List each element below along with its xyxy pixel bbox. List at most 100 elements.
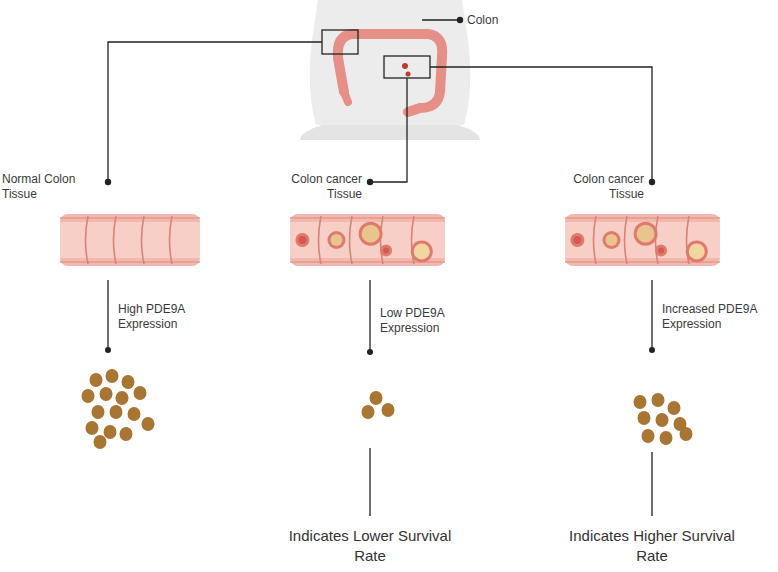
leader-line: [651, 452, 652, 516]
colon-organ: [338, 34, 442, 112]
tissue-strip: [60, 214, 200, 266]
leader-dots: [105, 17, 655, 355]
leader-dot: [367, 349, 373, 355]
leader-dot: [649, 179, 655, 185]
granule: [110, 405, 123, 419]
text-label: High PDE9A Expression: [118, 302, 208, 332]
granule: [128, 407, 141, 421]
haustra-fold: [86, 216, 89, 264]
granule: [656, 413, 669, 427]
haustra-fold: [170, 216, 173, 264]
hips: [300, 125, 480, 140]
leader-line: [430, 67, 652, 182]
granule: [362, 405, 375, 419]
tissue-edge: [565, 218, 720, 262]
tissue-strip: [565, 214, 720, 266]
tumor: [298, 236, 306, 244]
leader-dot: [649, 347, 655, 353]
granule: [120, 427, 133, 441]
tissue-lumen: [60, 222, 200, 258]
tumor-rim: [655, 244, 667, 256]
leader-line: [651, 280, 652, 350]
granule: [94, 435, 107, 449]
granule: [642, 429, 655, 443]
granule: [92, 405, 105, 419]
leader-lines: [108, 20, 652, 516]
granule: [90, 373, 103, 387]
granule: [106, 369, 119, 383]
leader-dot: [105, 179, 111, 185]
granule: [638, 411, 651, 425]
granule: [660, 431, 673, 445]
body-silhouette: [300, 0, 480, 140]
granule: [122, 375, 135, 389]
leader-dot: [105, 347, 111, 353]
tissue-edge: [60, 218, 200, 262]
tumor: [637, 225, 655, 243]
leader-line: [108, 42, 322, 182]
text-label: Increased PDE9A Expression: [662, 302, 770, 332]
tumor: [573, 236, 581, 244]
haustra-fold: [594, 216, 597, 264]
tumor: [606, 234, 618, 246]
tumor: [383, 247, 389, 253]
tumor-rim: [380, 244, 392, 256]
cecum: [344, 92, 348, 102]
leader-line: [369, 448, 370, 516]
colon-path: [338, 34, 442, 112]
granule: [652, 393, 665, 407]
tumor: [331, 234, 343, 246]
tumor-dot: [406, 72, 411, 77]
torso: [310, 0, 471, 125]
haustra-fold: [625, 216, 628, 264]
tissue-strip: [290, 214, 445, 266]
leader-dot: [457, 17, 463, 23]
granule: [100, 387, 113, 401]
granule: [668, 401, 681, 415]
haustra-fold: [142, 216, 145, 264]
tumor: [658, 247, 664, 253]
region-box: [384, 56, 430, 78]
granule: [104, 425, 117, 439]
tissue-edge: [290, 218, 445, 262]
region-box: [322, 30, 358, 54]
haustra-fold: [350, 216, 353, 264]
granule: [82, 389, 95, 403]
tumor-dot: [402, 63, 408, 69]
haustra-fold: [114, 216, 117, 264]
haustra-fold: [656, 216, 659, 264]
tumor-rim: [411, 240, 433, 262]
granule: [680, 427, 693, 441]
outcome-label: Indicates Higher Survival Rate: [554, 526, 750, 565]
tumor-rim: [634, 222, 658, 246]
granule: [634, 395, 647, 409]
granule: [116, 391, 129, 405]
granule: [86, 421, 99, 435]
tumor-rim: [328, 231, 346, 249]
tumor-rim: [603, 231, 621, 249]
leader-line: [107, 280, 108, 350]
granule: [382, 403, 395, 417]
granule: [142, 417, 155, 431]
tumor: [362, 225, 380, 243]
tumor: [414, 243, 430, 259]
expression-granules: [82, 369, 693, 449]
tissue-strips: [60, 214, 720, 266]
text-label: Colon cancer Tissue: [552, 172, 644, 202]
text-label: Colon: [467, 13, 537, 28]
granule: [134, 386, 147, 400]
tumor: [689, 243, 705, 259]
tumor-rim: [359, 222, 383, 246]
haustra-fold: [381, 216, 384, 264]
tumor-rim: [570, 233, 584, 247]
tumor-rim: [295, 233, 309, 247]
tumor-rim: [686, 240, 708, 262]
leader-dot: [367, 179, 373, 185]
granule: [370, 391, 383, 405]
haustra-fold: [319, 216, 322, 264]
text-label: Normal Colon Tissue: [2, 172, 94, 202]
outcome-label: Indicates Lower Survival Rate: [272, 526, 468, 565]
text-label: Low PDE9A Expression: [380, 306, 470, 336]
leader-line: [422, 19, 460, 20]
